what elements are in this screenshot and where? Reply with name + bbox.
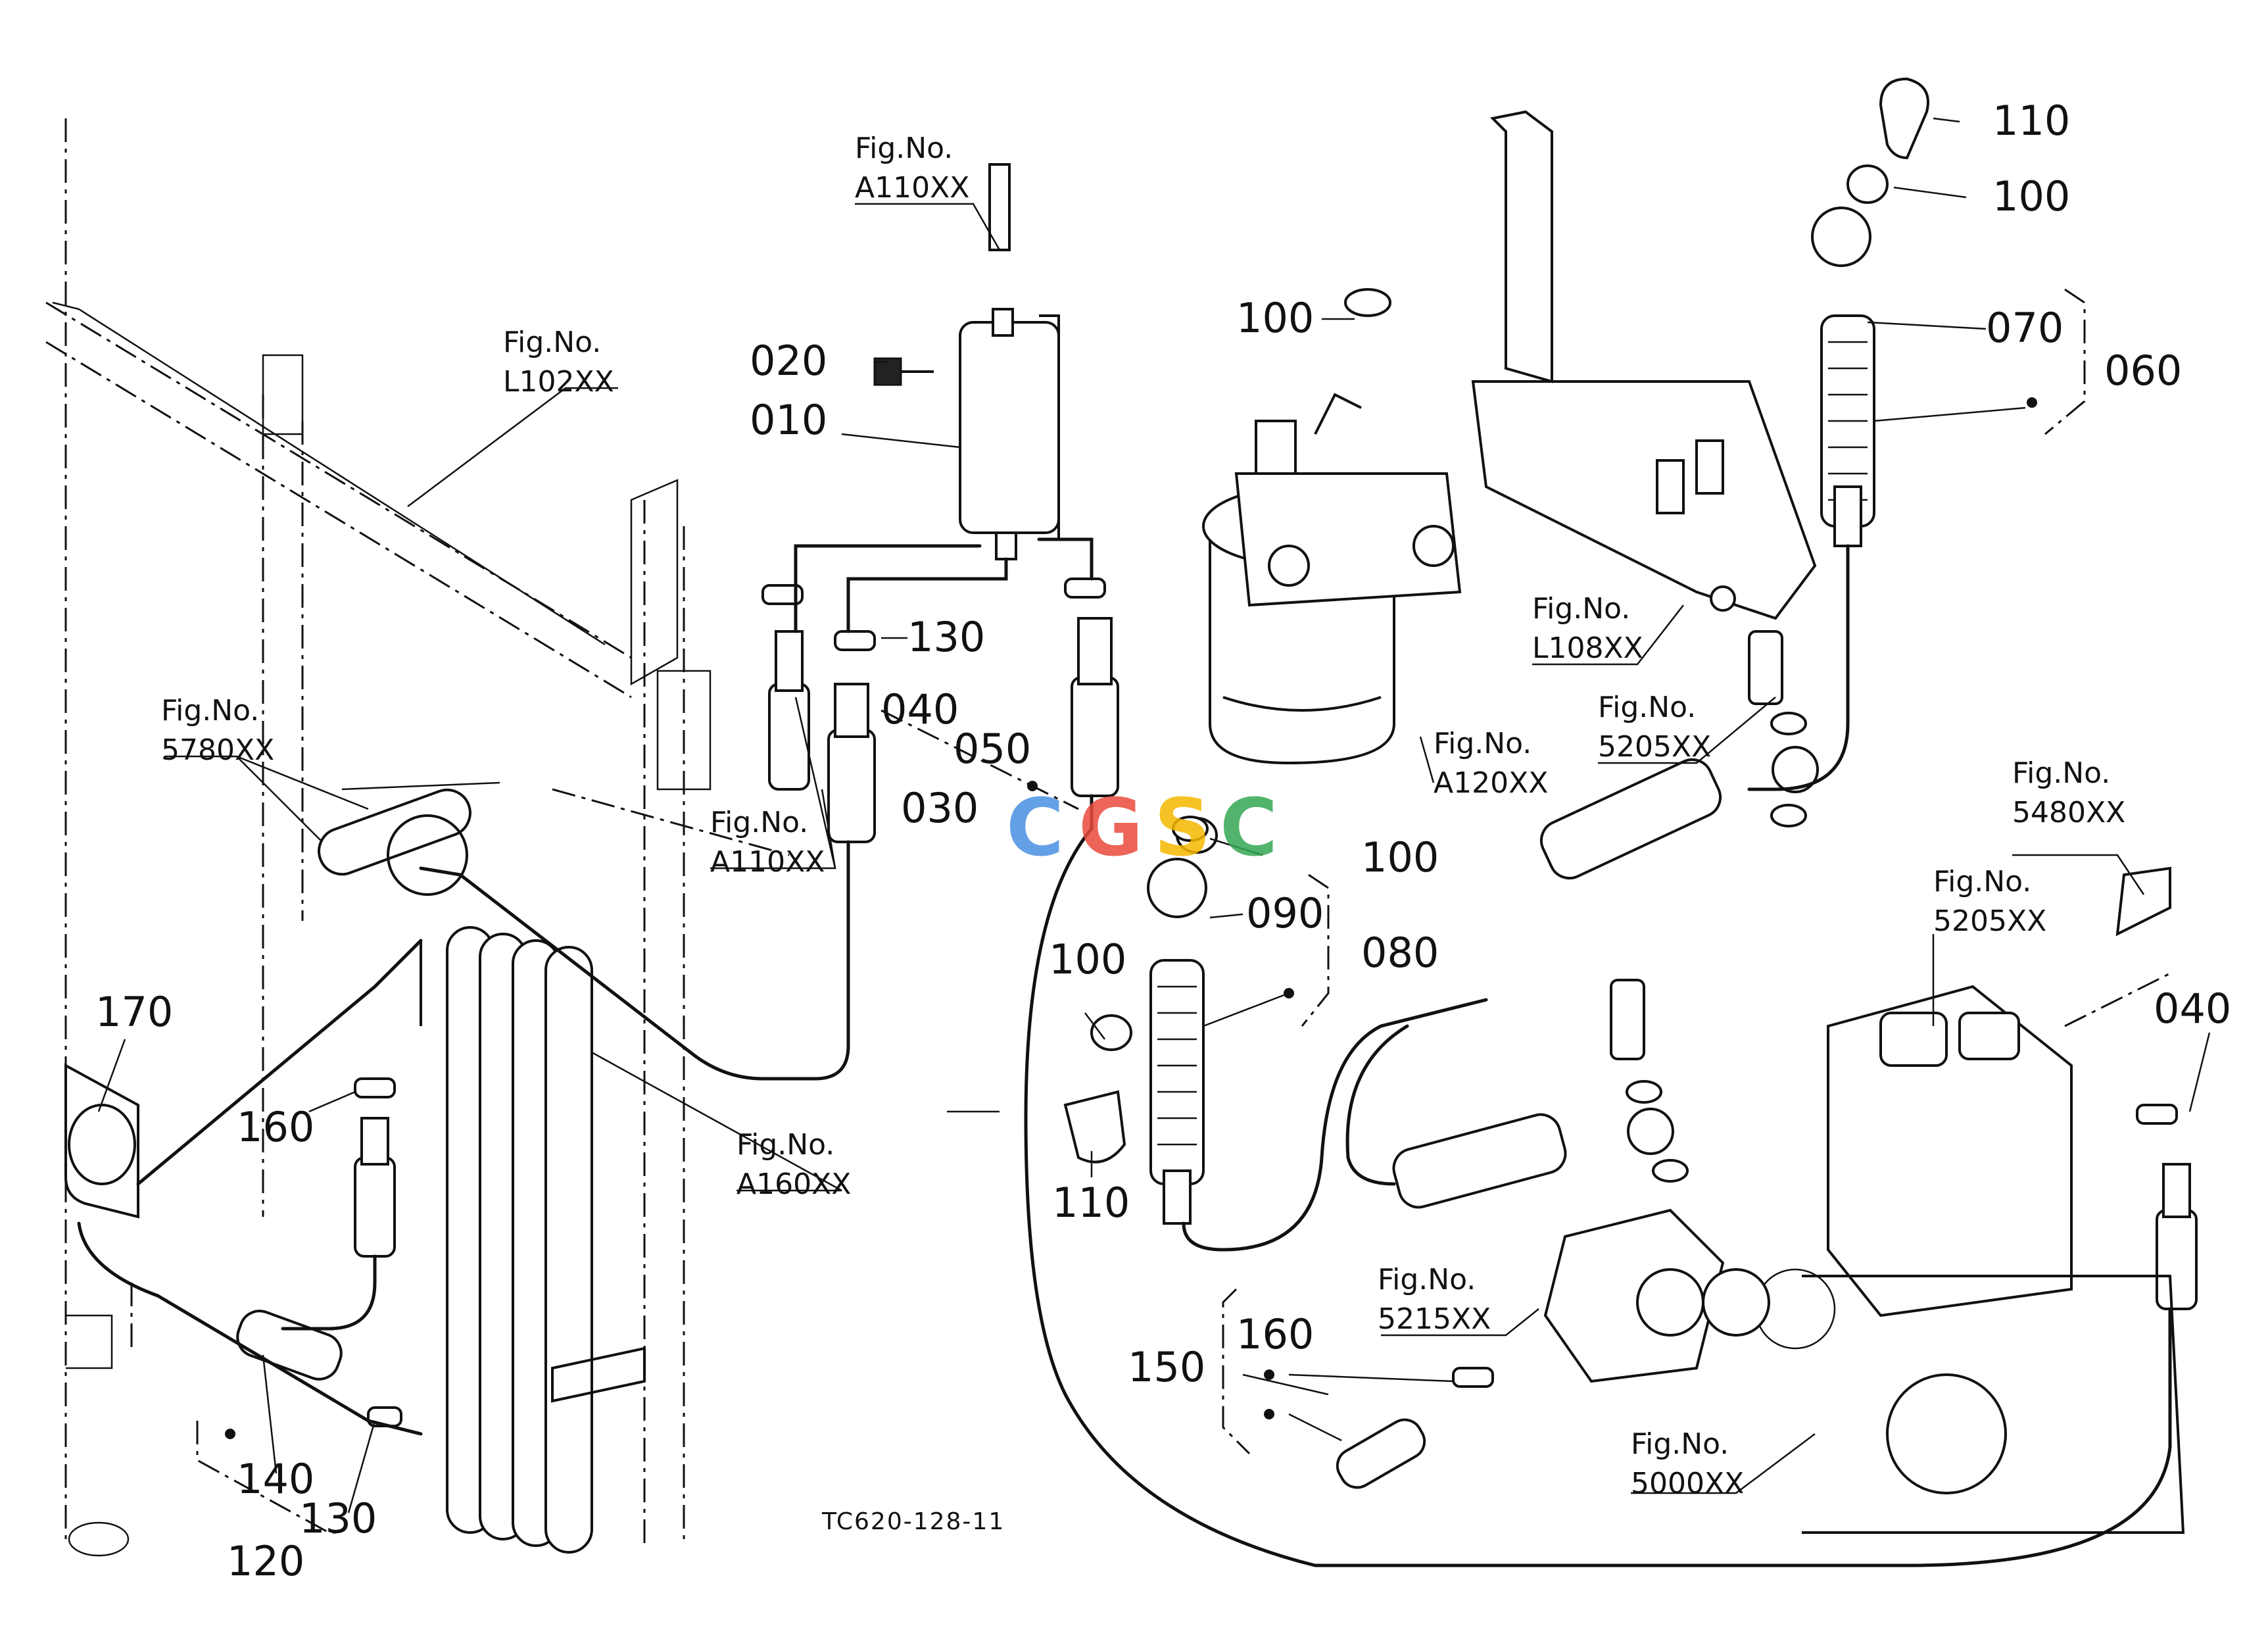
part-label-050: 050: [953, 725, 1031, 773]
callout-fig-5480xx-l1: Fig.No.: [2012, 756, 2110, 790]
watermark-letter-3: S: [1154, 783, 1211, 874]
part-label-100-filter: 100: [1236, 294, 1314, 342]
watermark-letter-2: G: [1078, 783, 1144, 874]
part-label-150: 150: [1128, 1343, 1205, 1391]
part-label-110-top: 110: [1992, 97, 2070, 145]
hose-clamps: [354, 578, 2178, 1427]
part-label-060: 060: [2104, 347, 2182, 395]
callout-fig-l108xx-l1: Fig.No.: [1532, 592, 1630, 626]
callout-fig-l108xx-l2: L108XX: [1532, 631, 1643, 665]
fuel-filter-010: [873, 163, 1060, 560]
part-label-160-left: 160: [237, 1103, 314, 1151]
part-label-090: 090: [1246, 889, 1324, 937]
callout-fig-5000xx-l2: 5000XX: [1631, 1467, 1744, 1500]
hose-060: [1811, 77, 1929, 547]
bracket-170: [64, 1063, 139, 1219]
callout-fig-5480xx-l2: 5480XX: [2012, 796, 2125, 829]
part-label-130-top: 130: [907, 613, 985, 661]
callout-fig-5205xx-upper-l2: 5205XX: [1598, 730, 1711, 764]
part-label-120: 120: [227, 1537, 304, 1585]
callout-fig-l102xx-l2: L102XX: [503, 365, 614, 399]
callout-fig-a110xx-top-l1: Fig.No.: [855, 132, 953, 165]
bracket-l108xx: [1471, 110, 1817, 620]
figure-callouts: Fig.No. A110XX Fig.No. L102XX Fig.No. 57…: [161, 132, 2125, 1500]
callout-fig-a110xx-mid-l1: Fig.No.: [710, 806, 808, 839]
part-label-140: 140: [237, 1455, 314, 1503]
callout-fig-5215xx-l2: 5215XX: [1378, 1302, 1491, 1336]
banjo-bolts: [1172, 288, 1819, 1183]
part-label-020: 020: [750, 337, 827, 385]
callout-fig-5205xx-lower-l1: Fig.No.: [1933, 865, 2031, 898]
callout-fig-5215xx-l1: Fig.No.: [1378, 1263, 1476, 1296]
callout-fig-a120xx-l2: A120XX: [1434, 766, 1548, 800]
watermark-letter-4: C: [1220, 783, 1278, 874]
leader-lines: [97, 117, 2211, 1513]
part-label-100-center: 100: [1361, 833, 1439, 881]
part-label-040-right: 040: [2154, 985, 2231, 1033]
hose-080: [1063, 817, 1218, 1225]
callout-fig-5000xx-l1: Fig.No.: [1631, 1427, 1729, 1461]
part-label-130-bottom: 130: [299, 1494, 377, 1542]
callout-fig-5780xx-l2: 5780XX: [161, 733, 274, 767]
callout-fig-l102xx-l1: Fig.No.: [503, 326, 601, 359]
part-label-070: 070: [1986, 304, 2063, 352]
part-label-170: 170: [95, 988, 173, 1036]
part-label-100-left: 100: [1049, 935, 1126, 983]
fuel-lines: [77, 537, 2172, 1567]
drawing-code: TC620-128-11: [821, 1508, 1005, 1535]
callout-fig-a110xx-top-l2: A110XX: [855, 171, 969, 205]
part-label-160-right: 160: [1236, 1310, 1314, 1358]
callout-fig-a160xx-l2: A160XX: [736, 1168, 851, 1201]
watermark-logo: C G S C: [1006, 783, 1278, 874]
injection-pump: [1543, 866, 2185, 1534]
part-label-110-bottom: 110: [1052, 1179, 1130, 1227]
callout-fig-5205xx-lower-l2: 5205XX: [1933, 904, 2046, 938]
callout-fig-a120xx-l1: Fig.No.: [1434, 727, 1532, 760]
hose-segments: [236, 617, 2198, 1489]
group-brackets: [196, 288, 2086, 1534]
part-label-080: 080: [1361, 929, 1439, 977]
part-label-100-top-right: 100: [1992, 172, 2070, 220]
callout-fig-5780xx-l1: Fig.No.: [161, 694, 259, 727]
part-label-010: 010: [750, 396, 827, 444]
part-label-030: 030: [901, 784, 978, 832]
part-numbers: 010 020 030 040 050 060 070 080 090 100 …: [95, 97, 2231, 1585]
filter-cartridge-a120xx: [1202, 393, 1462, 765]
callout-fig-a110xx-mid-l2: A110XX: [710, 845, 825, 879]
watermark-letter-1: C: [1006, 783, 1064, 874]
oil-cooler: [420, 926, 646, 1554]
part-label-040-top: 040: [881, 685, 959, 733]
callout-fig-a160xx-l1: Fig.No.: [736, 1128, 834, 1162]
callout-fig-5205xx-upper-l1: Fig.No.: [1598, 691, 1696, 724]
clip-assembly-5780xx: [318, 781, 500, 896]
